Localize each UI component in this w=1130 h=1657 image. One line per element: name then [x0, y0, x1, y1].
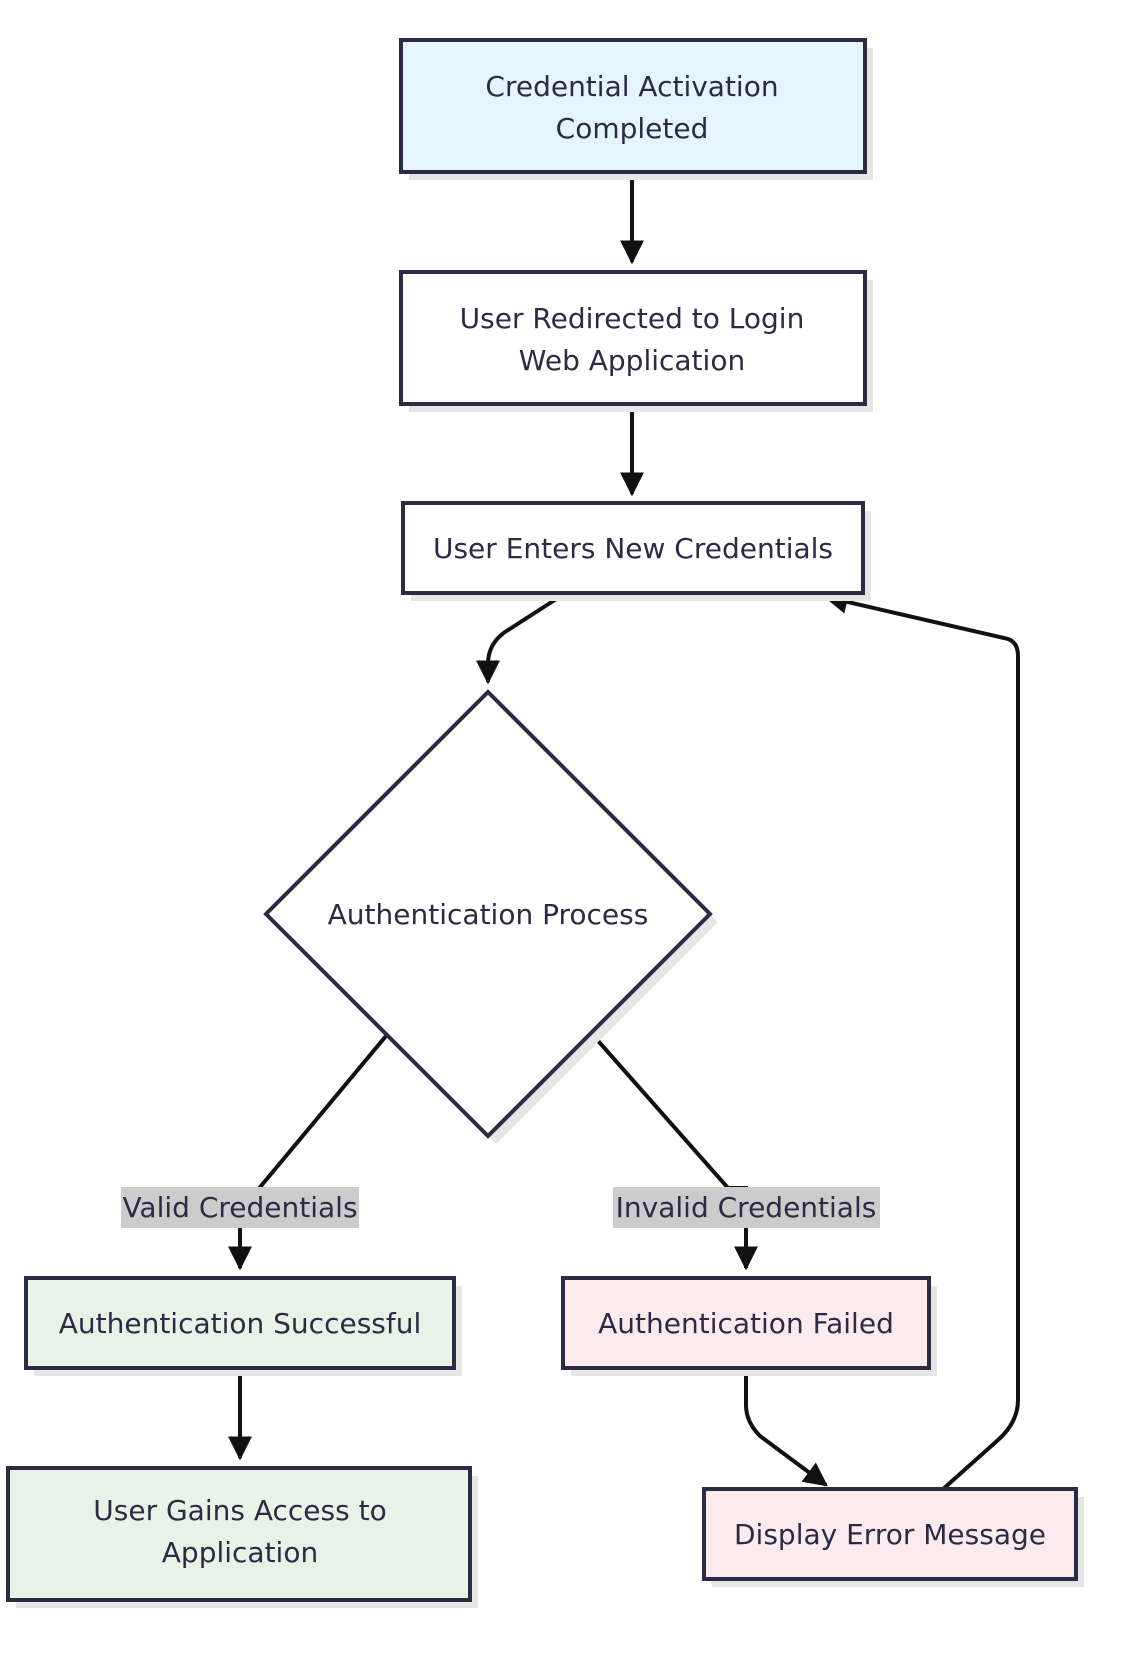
node-authentication-failed[interactable]: Authentication Failed	[561, 1276, 937, 1376]
edge-label-invalid-text: Invalid Credentials	[616, 1191, 877, 1224]
node-authentication-process-label: Authentication Process	[328, 898, 649, 931]
node-user-gains-access-line1: User Gains Access to	[93, 1494, 386, 1527]
node-user-enters-credentials-label: User Enters New Credentials	[433, 532, 833, 565]
edge-label-valid: Valid Credentials	[121, 1187, 359, 1228]
node-user-enters-credentials[interactable]: User Enters New Credentials	[401, 501, 871, 601]
node-authentication-failed-label: Authentication Failed	[598, 1307, 894, 1340]
node-user-redirected-line1: User Redirected to Login	[460, 302, 805, 335]
node-authentication-successful[interactable]: Authentication Successful	[24, 1276, 462, 1376]
node-authentication-process[interactable]: Authentication Process	[263, 689, 718, 1144]
edge-auth-to-failed	[590, 1032, 758, 1271]
node-user-gains-access[interactable]: User Gains Access to Application	[6, 1466, 478, 1608]
node-display-error-message[interactable]: Display Error Message	[702, 1487, 1084, 1587]
node-display-error-message-label: Display Error Message	[734, 1518, 1046, 1551]
node-authentication-successful-label: Authentication Successful	[59, 1307, 422, 1340]
edge-auth-to-success	[228, 1034, 388, 1271]
node-user-gains-access-line2: Application	[162, 1536, 318, 1569]
node-user-redirected-line2: Web Application	[519, 344, 745, 377]
edge-error-to-enter	[823, 590, 1020, 1492]
edge-label-invalid: Invalid Credentials	[613, 1187, 880, 1228]
edge-failed-to-error	[744, 1370, 828, 1487]
node-credential-activation[interactable]: Credential Activation Completed	[399, 38, 873, 180]
node-user-redirected[interactable]: User Redirected to Login Web Application	[399, 270, 873, 412]
edge-enter-to-auth	[476, 592, 566, 685]
edge-label-valid-text: Valid Credentials	[122, 1191, 357, 1224]
node-credential-activation-line1: Credential Activation	[485, 70, 778, 103]
node-credential-activation-line2: Completed	[556, 112, 709, 145]
